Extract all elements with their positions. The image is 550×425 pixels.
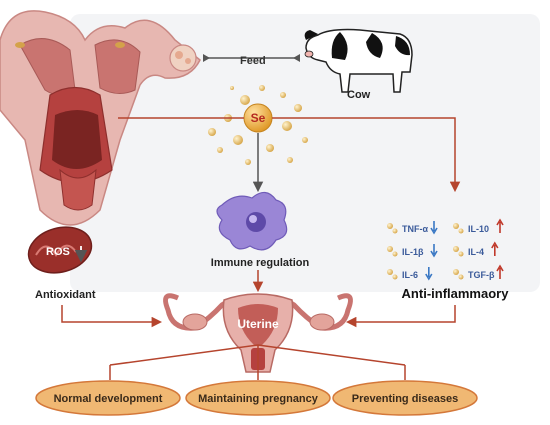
cytokine-dot [458, 251, 464, 257]
cow-illustration [304, 28, 413, 93]
reproductive-tract-illustration [0, 10, 201, 226]
anti-inflammatory-label: Anti-inflammaory [402, 286, 510, 301]
anti-inflammatory-to-uterus-arrow [345, 305, 456, 328]
cytokine-dot [458, 228, 464, 234]
cytokine-item: IL-1β [387, 244, 438, 258]
outcome-oval-shape [35, 380, 181, 416]
cytokine-label: TNF-α [402, 224, 428, 234]
immune-cell-illustration [216, 191, 288, 251]
cytokine-label: TGF-β [468, 270, 495, 280]
cow-label: Cow [347, 89, 371, 101]
antioxidant-label: Antioxidant [35, 289, 96, 301]
outcomes-group: Normal development Maintaining pregnancy P… [35, 380, 478, 416]
cytokine-label: IL-1β [402, 247, 424, 257]
cytokine-up-arrow [491, 241, 499, 256]
uterus-to-outcome-left-line [109, 344, 259, 366]
outcome-label: Preventing diseases [352, 393, 458, 405]
cytokine-item: TGF-β [453, 264, 504, 280]
cytokine-up-arrow [496, 218, 504, 233]
cytokine-dot [387, 269, 393, 275]
cytokine-item: IL-4 [453, 241, 499, 257]
ovary-follicle [169, 44, 197, 72]
cytokine-dot [453, 223, 459, 229]
cytokine-item: IL-6 [387, 267, 433, 281]
outcome-oval: Preventing diseases [332, 380, 478, 416]
outcome-oval: Maintaining pregnancy [185, 380, 331, 416]
cytokine-item: IL-10 [453, 218, 504, 234]
cytokine-dot [392, 251, 398, 257]
cytokine-down-arrow [430, 244, 438, 258]
cytokine-dot [453, 269, 459, 275]
outcome-label: Normal development [54, 393, 163, 405]
background-panel [70, 14, 540, 292]
se-label: Se [251, 111, 266, 125]
cytokine-item: TNF-α [387, 221, 438, 235]
cytokine-dot [392, 274, 398, 280]
cytokine-dot [458, 274, 464, 280]
outcome-oval-shape [332, 380, 478, 416]
ros-label: ROS [46, 246, 70, 258]
uterus-to-outcome-right-line [257, 344, 406, 366]
outcome-oval: Normal development [35, 380, 181, 416]
uterine-label: Uterine [237, 317, 279, 331]
cytokine-down-arrow [425, 267, 433, 281]
cytokine-up-arrow [496, 264, 504, 279]
antioxidant-to-uterus-arrow [61, 305, 163, 328]
immune-regulation-label: Immune regulation [211, 257, 310, 269]
cytokine-dot [392, 228, 398, 234]
outcome-oval-shape [185, 380, 331, 416]
se-to-anti-inflammatory-arrow [272, 117, 461, 193]
cytokine-label: IL-10 [468, 224, 489, 234]
cytokine-dot [387, 223, 393, 229]
outcome-label: Maintaining pregnancy [198, 393, 319, 405]
uterus-illustration [163, 293, 353, 373]
cytokine-down-arrow [430, 221, 438, 235]
cytokine-label: IL-6 [402, 270, 418, 280]
selenium-particles [208, 85, 308, 165]
cytokine-dot [387, 246, 393, 252]
feed-label: Feed [240, 55, 266, 67]
cytokine-dot [453, 246, 459, 252]
cytokine-label: IL-4 [468, 247, 484, 257]
